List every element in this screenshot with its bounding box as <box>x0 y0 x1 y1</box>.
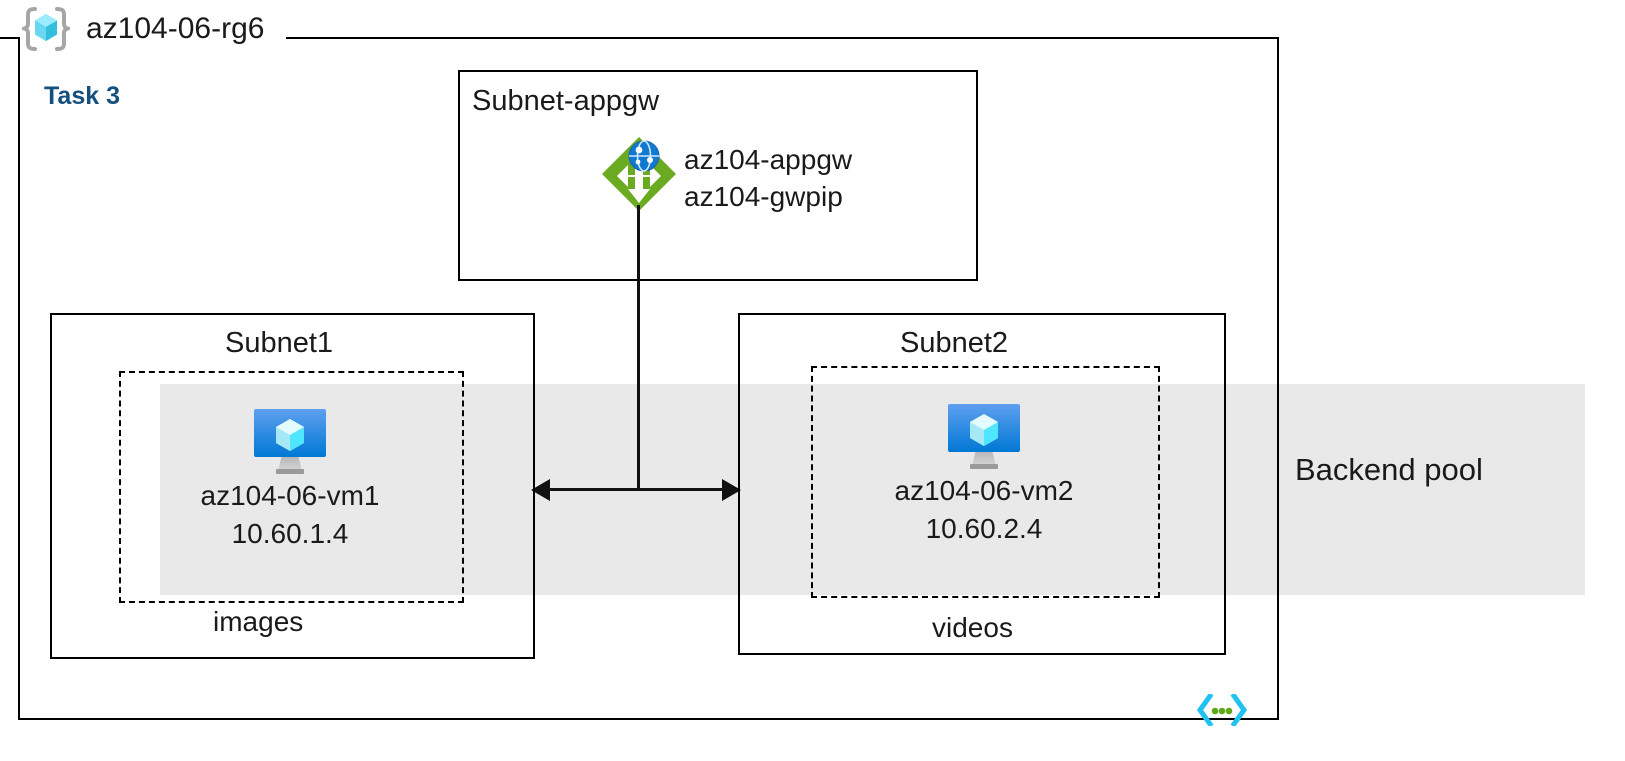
subnet2-vm-container <box>811 366 1160 598</box>
resource-group-border-top-left <box>0 37 20 39</box>
task-label: Task 3 <box>44 82 120 110</box>
subnet1-vm-container <box>119 371 464 603</box>
subnet2-title: Subnet2 <box>900 327 1009 359</box>
resource-group-label: az104-06-rg6 <box>86 12 265 45</box>
subnet2-vm-name: az104-06-vm2 <box>894 475 1074 506</box>
appgw-resource-labels: az104-appgw az104-gwpip <box>684 141 852 215</box>
arrow-head-right <box>722 479 741 501</box>
gwpip-name-label: az104-gwpip <box>684 181 843 212</box>
resource-group-icon <box>18 6 74 52</box>
subnet-appgw-box <box>458 70 978 281</box>
resource-group-border-left <box>18 37 20 720</box>
subnet1-box <box>50 313 535 659</box>
resource-group-border-bottom <box>18 718 1279 720</box>
subnet2-vm-block: az104-06-vm2 10.60.2.4 <box>812 400 1156 548</box>
code-brackets-icon <box>1196 692 1248 728</box>
appgw-name-label: az104-appgw <box>684 144 853 175</box>
subnet1-vm-block: az104-06-vm1 10.60.1.4 <box>120 405 460 553</box>
virtual-machine-icon <box>120 405 460 477</box>
subnet1-vm-name: az104-06-vm1 <box>200 480 380 511</box>
resource-group-border-top <box>286 37 1279 39</box>
connector-vertical <box>637 205 640 490</box>
subnet1-vm-ip: 10.60.1.4 <box>231 518 349 549</box>
connector-horizontal <box>534 488 739 491</box>
subnet2-storage-label: videos <box>932 612 1013 643</box>
resource-group-border-right <box>1277 37 1279 720</box>
subnet2-vm-ip: 10.60.2.4 <box>925 513 1043 544</box>
virtual-machine-icon <box>812 400 1156 472</box>
subnet-appgw-title: Subnet-appgw <box>472 85 660 117</box>
arrow-head-left <box>531 479 550 501</box>
backend-pool-band <box>160 384 1585 595</box>
backend-pool-label: Backend pool <box>1295 452 1483 487</box>
subnet1-title: Subnet1 <box>225 327 334 359</box>
subnet2-box <box>738 313 1226 655</box>
subnet1-storage-label: images <box>213 606 304 637</box>
application-gateway-icon <box>600 135 678 213</box>
